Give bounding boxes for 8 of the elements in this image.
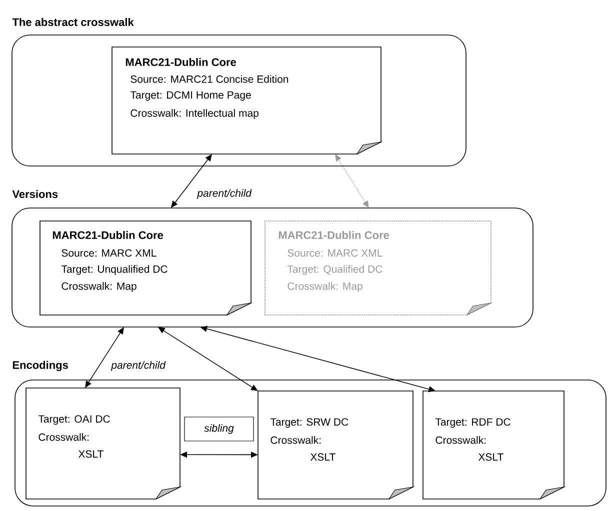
arrow [335, 154, 369, 208]
edge-label: parent/child [196, 188, 252, 200]
node-label: Encodings [12, 360, 68, 372]
edge-label: parent/child [110, 360, 166, 372]
node-label: The abstract crosswalk [12, 18, 134, 26]
edge-label: sibling [184, 416, 254, 442]
arrow [85, 327, 124, 388]
node-label: Versions [12, 190, 58, 198]
